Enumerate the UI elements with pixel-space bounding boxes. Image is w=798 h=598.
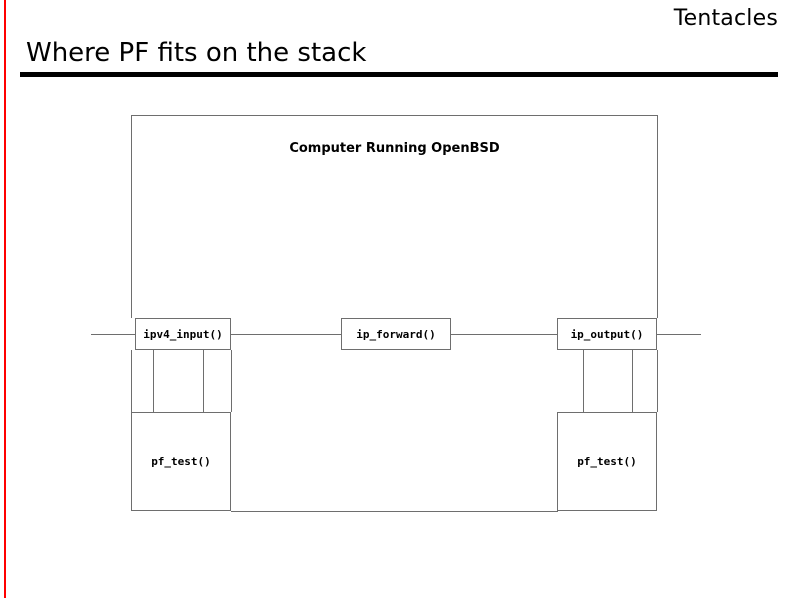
wire-ipforward-to-ipoutput — [451, 334, 557, 335]
box-ipv4-input-label: ipv4_input() — [143, 328, 223, 341]
box-pf-test-output[interactable]: pf_test() — [557, 412, 657, 511]
wire-pftest-to-ipv4input-up — [203, 350, 204, 412]
box-pf-test-input[interactable]: pf_test() — [131, 412, 231, 511]
wire-ipoutput-to-pftest-down — [583, 350, 584, 412]
box-ipv4-input[interactable]: ipv4_input() — [135, 318, 231, 350]
wire-external-in — [91, 334, 135, 335]
outer-box-right-edge-upper — [657, 115, 658, 318]
outer-box-top-edge — [131, 115, 658, 116]
outer-box-left-edge-upper — [131, 115, 132, 318]
box-pf-test-input-label: pf_test() — [151, 455, 211, 468]
box-pf-test-output-label: pf_test() — [577, 455, 637, 468]
left-margin-rule — [4, 0, 6, 598]
wire-ipv4input-to-ipforward — [231, 334, 341, 335]
outer-box-left-edge-lower — [131, 350, 132, 412]
wire-external-out — [657, 334, 701, 335]
outer-box-bottom-edge — [231, 511, 558, 512]
outer-box-right-edge-lower — [657, 350, 658, 412]
box-ip-output[interactable]: ip_output() — [557, 318, 657, 350]
box-ip-output-label: ip_output() — [570, 328, 644, 341]
left-group-right-edge — [231, 350, 232, 412]
box-ip-forward[interactable]: ip_forward() — [341, 318, 451, 350]
wire-pftest-to-ipoutput-up — [632, 350, 633, 412]
deck-name: Tentacles — [673, 6, 778, 31]
title-divider — [20, 72, 778, 77]
container-label: Computer Running OpenBSD — [289, 141, 500, 156]
box-ip-forward-label: ip_forward() — [356, 328, 436, 341]
wire-ipv4input-to-pftest-down — [153, 350, 154, 412]
page-title: Where PF fits on the stack — [26, 38, 367, 68]
